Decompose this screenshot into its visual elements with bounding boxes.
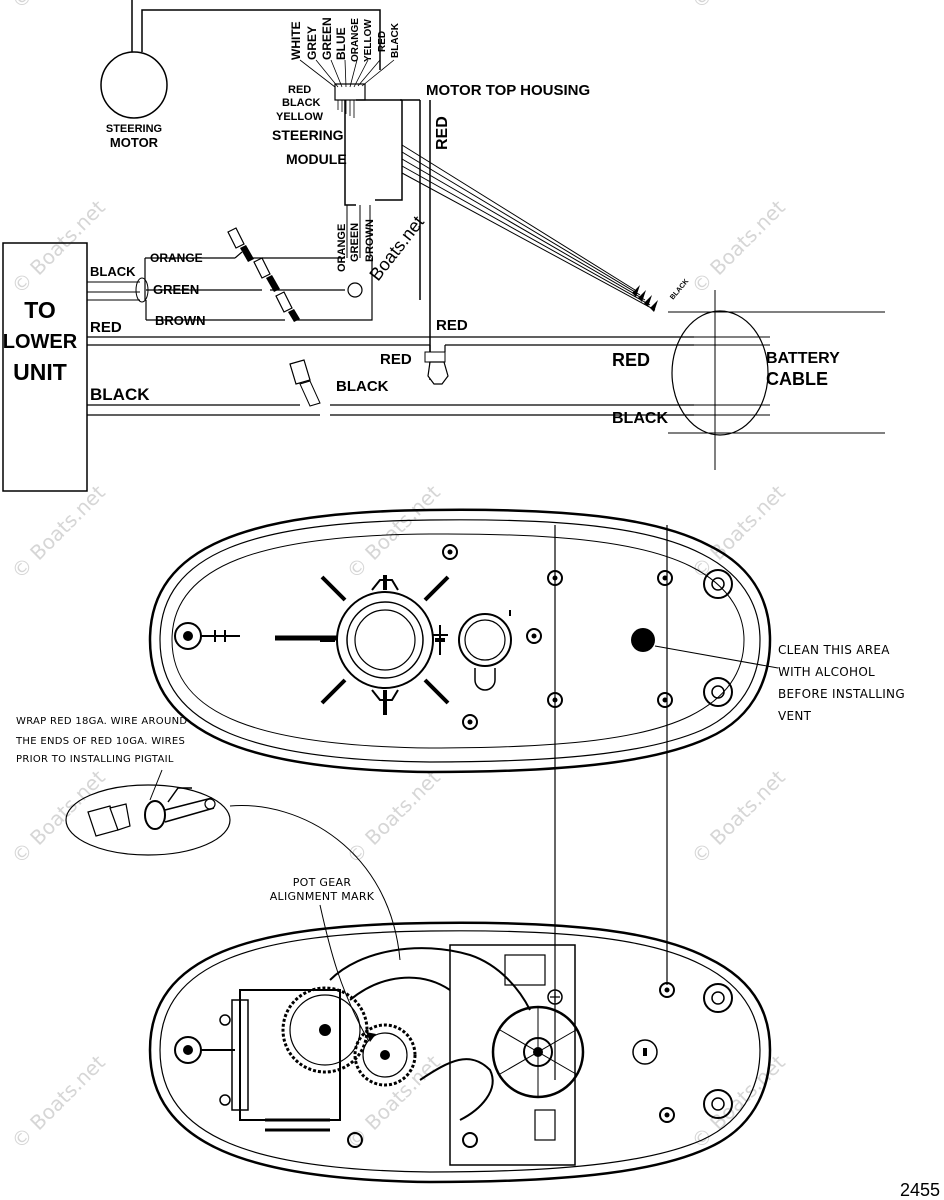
note-line: WITH ALCOHOL xyxy=(778,665,875,679)
red-wire-label: RED xyxy=(434,116,451,150)
note-line: PRIOR TO INSTALLING PIGTAIL xyxy=(16,754,174,765)
watermark: © Boats.net xyxy=(7,480,110,583)
watermark: © Boats.net xyxy=(342,765,445,868)
brown-wire-label: BROWN xyxy=(155,313,206,328)
wire-color-label: YELLOW xyxy=(363,19,374,62)
circuit-board xyxy=(449,944,576,1166)
wire-color-label: GREY xyxy=(305,26,319,60)
note-line: POT GEAR xyxy=(293,876,352,889)
red-wire-label: RED xyxy=(436,317,468,334)
wiring-schematic: STEERING MOTOR WHITE GREY GREEN BLUE ORA… xyxy=(2,0,885,492)
lower-unit-label: UNIT xyxy=(13,359,67,385)
watermark: © Boats.net xyxy=(687,480,790,583)
figure-number: 2455 xyxy=(900,1180,940,1200)
steering-module-label: STEERING xyxy=(272,127,344,143)
steering-module-body xyxy=(344,100,403,206)
tiny-black-label: BLACK xyxy=(669,278,690,301)
steering-motor-label: STEERING xyxy=(106,123,162,135)
wire-color-label: RED xyxy=(377,31,388,52)
lower-unit-label: TO xyxy=(24,297,56,323)
wire-label-brown: BROWN xyxy=(364,219,376,262)
wire-color-label: ORANGE xyxy=(350,18,361,62)
wire-label-orange: ORANGE xyxy=(336,224,348,272)
red-wire-label: RED xyxy=(380,351,412,368)
steering-motor-symbol xyxy=(100,51,168,119)
watermark: © Boats.net xyxy=(687,0,790,14)
watermark: © Boats.net xyxy=(687,1050,790,1153)
red-wire-label: RED xyxy=(90,319,122,336)
wire-label-yellow: YELLOW xyxy=(276,111,324,123)
housing-internal-view xyxy=(148,921,772,1184)
pot-wheel xyxy=(491,1005,585,1099)
lower-unit-box xyxy=(2,242,88,492)
wire-label-green: GREEN xyxy=(349,223,361,262)
battery-cable-label: CABLE xyxy=(766,369,828,389)
note-line: CLEAN THIS AREA xyxy=(778,643,890,657)
note-line: WRAP RED 18GA. WIRE AROUND xyxy=(16,716,187,727)
note-line: ALIGNMENT MARK xyxy=(270,890,375,903)
watermark: © Boats.net xyxy=(342,480,445,583)
watermark: © Boats.net xyxy=(687,195,790,298)
pigtail-detail-circle xyxy=(65,784,231,856)
lower-unit-label: LOWER xyxy=(3,331,78,353)
pot-gear-note: POT GEAR ALIGNMENT MARK xyxy=(270,876,376,1042)
note-line: BEFORE INSTALLING xyxy=(778,687,905,701)
black-wire-label: BLACK xyxy=(612,410,668,427)
note-line: VENT xyxy=(778,709,812,723)
clean-area-note: CLEAN THIS AREA WITH ALCOHOL BEFORE INST… xyxy=(778,643,905,723)
orange-wire-label: ORANGE xyxy=(150,251,203,265)
bullet-connectors xyxy=(227,227,300,322)
wire-label-black: BLACK xyxy=(282,97,321,109)
black-wire-label: BLACK xyxy=(336,378,389,395)
steering-module-label: MODULE xyxy=(286,151,347,167)
pigtail-note: WRAP RED 18GA. WIRE AROUND THE ENDS OF R… xyxy=(15,716,401,961)
watermark: © Boats.net xyxy=(7,195,110,298)
red-wire-label: RED xyxy=(612,350,650,370)
green-wire-label: GREEN xyxy=(153,282,199,297)
black-wire-label: BLACK xyxy=(90,264,136,279)
watermark: © Boats.net xyxy=(7,0,110,14)
wire-color-label: BLUE xyxy=(334,27,348,60)
housing-top-view xyxy=(148,508,779,774)
steering-motor-label: MOTOR xyxy=(110,135,159,150)
wire-color-label: GREEN xyxy=(320,17,334,60)
note-line: THE ENDS OF RED 10GA. WIRES xyxy=(15,736,185,747)
wire-color-label: BLACK xyxy=(390,22,401,58)
watermark: © Boats.net xyxy=(7,1050,110,1153)
battery-cable-label: BATTERY xyxy=(766,350,840,367)
black-wire-label: BLACK xyxy=(90,385,150,404)
wire-color-label: WHITE xyxy=(289,21,303,60)
vent-area xyxy=(631,628,655,652)
battery-cable-symbol xyxy=(671,310,769,436)
watermark: © Boats.net xyxy=(687,765,790,868)
motor-top-housing-label: MOTOR TOP HOUSING xyxy=(426,82,590,99)
wire-label-red: RED xyxy=(288,84,311,96)
watermark: © Boats.net xyxy=(342,1050,445,1153)
